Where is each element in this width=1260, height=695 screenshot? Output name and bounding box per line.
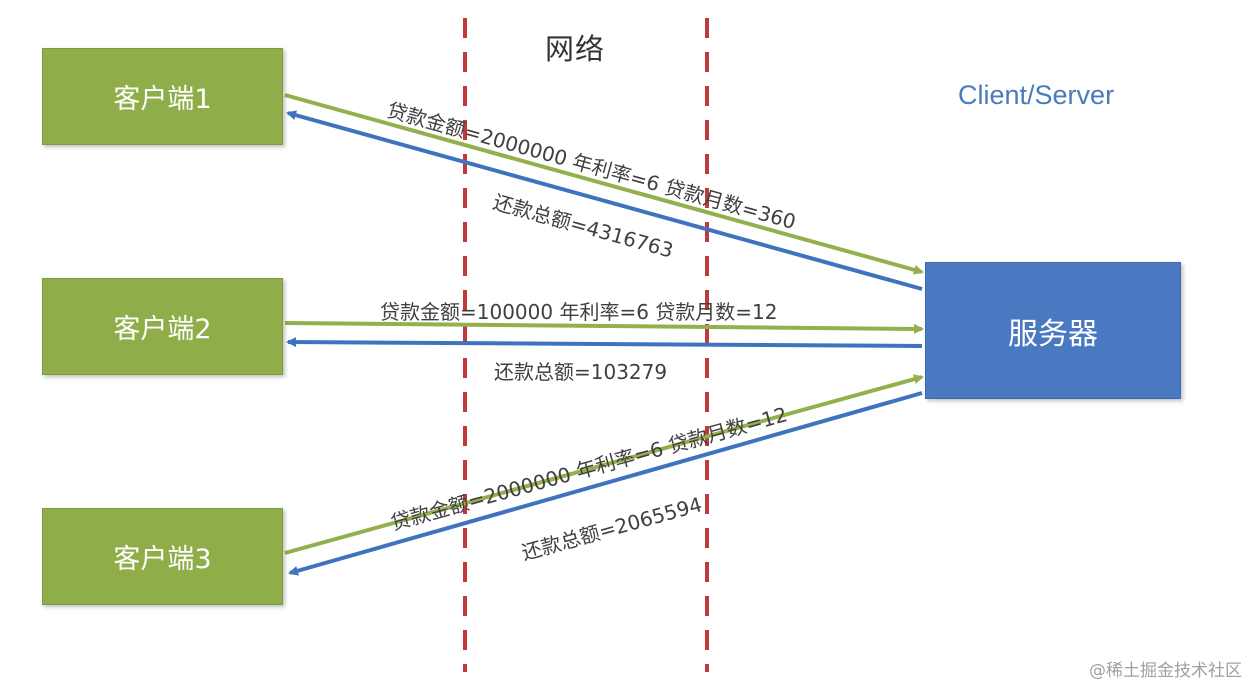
client-label-2: 客户端2 — [113, 314, 212, 345]
architecture-title: Client/Server — [958, 80, 1115, 110]
client-box-3: 客户端3 — [42, 508, 283, 605]
client-label-1: 客户端1 — [113, 84, 212, 115]
network-title: 网络 — [545, 32, 606, 66]
c2-request-arrow — [284, 321, 924, 334]
client-label-3: 客户端3 — [113, 544, 212, 575]
server-box: 服务器 — [925, 262, 1181, 399]
c3-response-arrow — [288, 391, 923, 576]
c1-request-arrow — [284, 93, 924, 275]
c2-request-label: 贷款金额=100000 年利率=6 贷款月数=12 — [380, 300, 778, 324]
client-box-2: 客户端2 — [42, 278, 283, 375]
c2-response-arrow — [286, 337, 923, 348]
server-label: 服务器 — [1008, 316, 1098, 352]
c3-request-arrow — [284, 374, 924, 555]
c2-response-label: 还款总额=103279 — [494, 360, 668, 384]
client-box-1: 客户端1 — [42, 48, 283, 145]
c1-response-arrow — [286, 110, 923, 291]
watermark: @稀土掘金技术社区 — [1089, 661, 1242, 681]
